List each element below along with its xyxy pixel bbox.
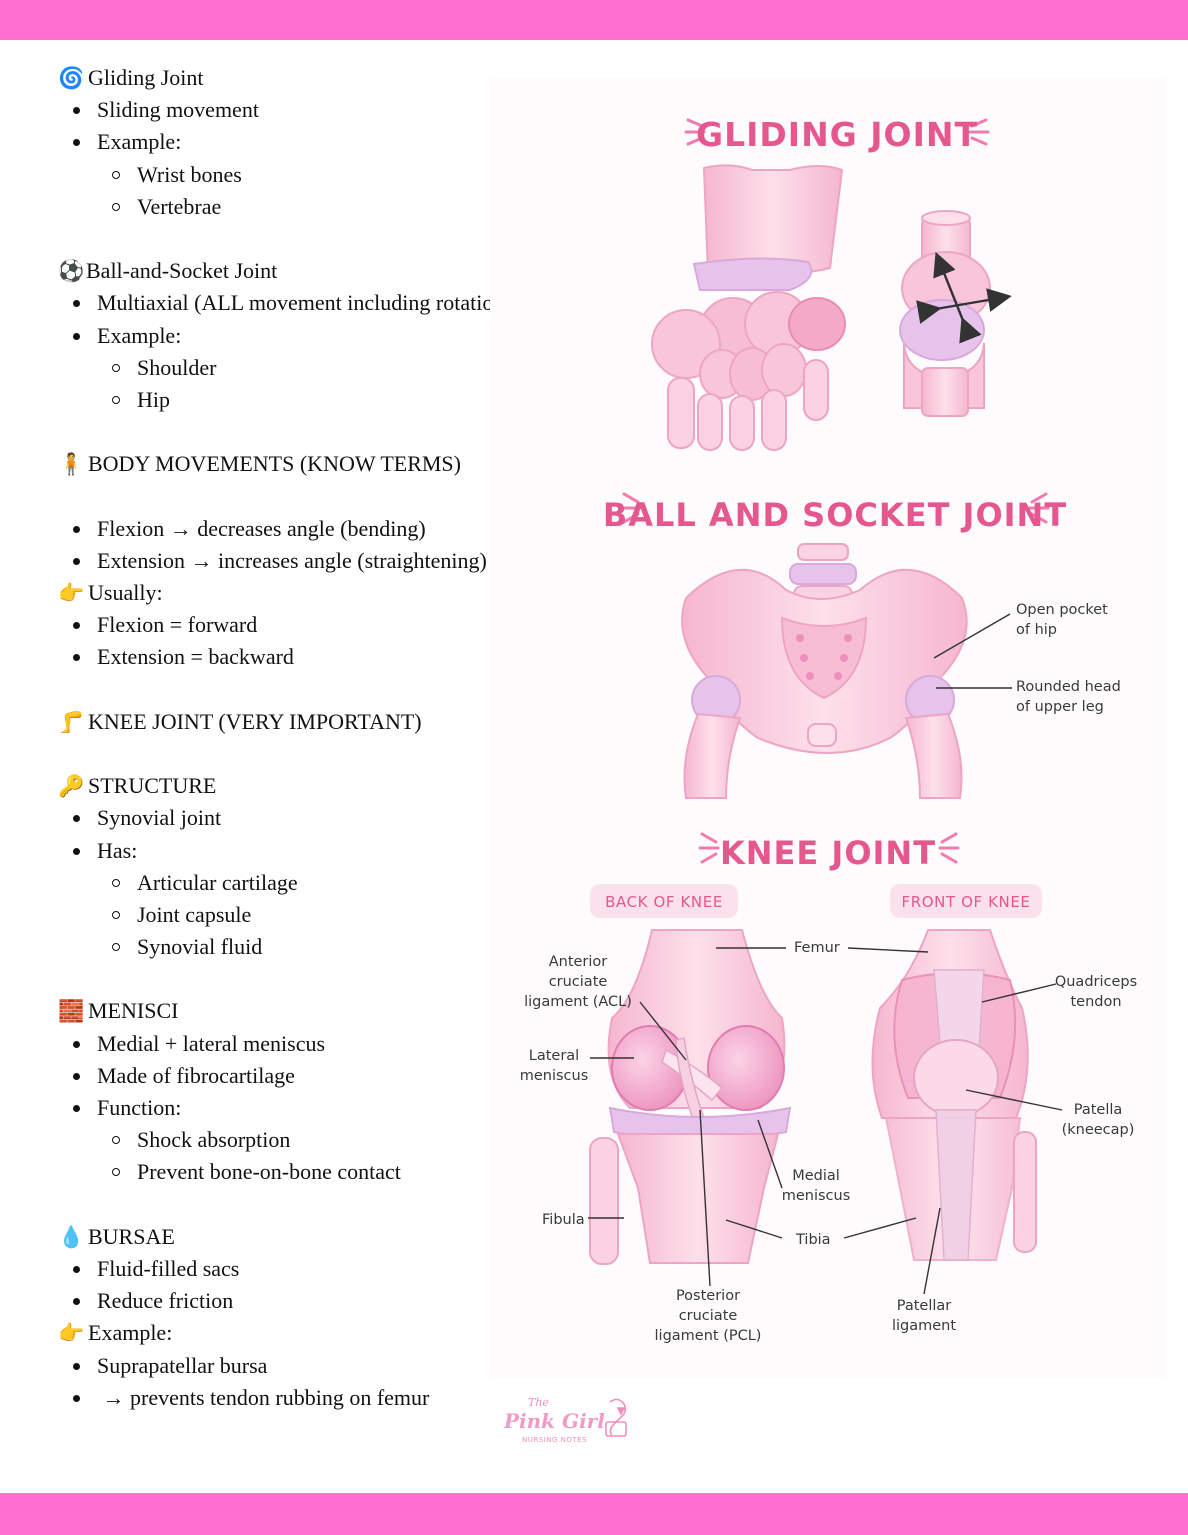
- pcl-label-line2: cruciate: [679, 1308, 738, 1324]
- soccer-ball-icon: ⚽: [58, 259, 85, 284]
- list-item: Fluid-filled sacs: [58, 1253, 538, 1285]
- front-knee-drawing: [871, 929, 1037, 1261]
- list-item: Reduce friction: [58, 1285, 538, 1317]
- front-of-knee-pill: [890, 884, 1042, 918]
- patella-label: Patella: [1074, 1102, 1123, 1118]
- anatomy-svg: GLIDING JOINT: [520, 115, 1137, 1344]
- front-of-knee-label: FRONT OF KNEE: [901, 893, 1030, 911]
- sub-list-item: Prevent bone-on-bone contact: [58, 1156, 538, 1188]
- logo-line3: NURSING NOTES: [522, 1436, 587, 1444]
- list-item: Sliding movement: [58, 94, 538, 126]
- logo-line1: The: [528, 1396, 549, 1409]
- pointing-hand-icon: 👉: [58, 581, 85, 605]
- sub-list-item: Joint capsule: [58, 899, 538, 931]
- back-of-knee-pill: [590, 884, 738, 918]
- sub-list-item: Synovial fluid: [58, 931, 538, 963]
- sub-list-item: Vertebrae: [58, 191, 538, 223]
- gliding-model-drawing: [899, 210, 1012, 417]
- bottom-pink-band: [0, 1493, 1188, 1535]
- wrist-bones-drawing: [651, 164, 846, 451]
- back-knee-drawing: [589, 929, 792, 1265]
- quadriceps-label-line2: tendon: [1070, 994, 1121, 1010]
- femur-label: Femur: [794, 940, 840, 956]
- list-item: → prevents tendon rubbing on femur: [58, 1382, 538, 1414]
- list-item: Made of fibrocartilage: [58, 1060, 538, 1092]
- list-item: Suprapatellar bursa: [58, 1350, 538, 1382]
- pcl-label: Posterior: [676, 1288, 740, 1304]
- medial-meniscus-label: Medial: [792, 1168, 840, 1184]
- quadriceps-label: Quadriceps: [1055, 974, 1137, 990]
- list-item: Multiaxial (ALL movement including rotat…: [58, 287, 538, 319]
- patellar-ligament-label-line2: ligament: [892, 1318, 956, 1334]
- gliding-joint-title: GLIDING JOINT: [696, 115, 978, 154]
- section-heading-menisci: 🧱MENISCI: [58, 995, 538, 1027]
- section-heading-ball-socket: ⚽Ball-and-Socket Joint: [58, 255, 538, 287]
- patellar-ligament-label: Patellar: [897, 1298, 952, 1314]
- brick-icon: 🧱: [58, 999, 85, 1024]
- sub-list-item: Wrist bones: [58, 159, 538, 191]
- ball-socket-title: BALL AND SOCKET JOINT: [603, 496, 1067, 534]
- list-item: Example:: [58, 320, 538, 352]
- list-item: Flexion → decreases angle (bending): [58, 513, 538, 545]
- ball-socket-leader-lines: [933, 613, 1012, 689]
- leg-icon: 🦵: [58, 709, 85, 734]
- sub-list-item: Shoulder: [58, 352, 538, 384]
- knee-leader-lines: [588, 947, 1063, 1295]
- example-label: 👉Example:: [58, 1317, 538, 1349]
- list-item: Function:: [58, 1092, 538, 1124]
- acl-label-line2: cruciate: [549, 974, 608, 990]
- cyclone-icon: 🌀: [58, 66, 85, 90]
- logo-svg: The Pink Girl NURSING NOTES: [503, 1396, 627, 1444]
- section-heading-knee: 🦵KNEE JOINT (VERY IMPORTANT): [58, 706, 538, 738]
- usually-label: 👉Usually:: [58, 577, 538, 609]
- top-pink-band: [0, 0, 1188, 40]
- acl-label-line3: ligament (ACL): [524, 994, 632, 1010]
- open-pocket-label-line2: of hip: [1016, 622, 1057, 638]
- list-item: Extension = backward: [58, 641, 538, 673]
- section-heading-bursae: 💧BURSAE: [58, 1221, 538, 1253]
- logo-line2: Pink Girl: [503, 1409, 605, 1433]
- list-item: Flexion = forward: [58, 609, 538, 641]
- tibia-label: Tibia: [795, 1232, 831, 1248]
- key-icon: 🔑: [58, 774, 85, 799]
- open-pocket-label: Open pocket: [1016, 602, 1108, 618]
- section-heading-structure: 🔑STRUCTURE: [58, 770, 538, 802]
- knee-joint-title: KNEE JOINT: [720, 834, 936, 872]
- pointing-hand-icon: 👉: [58, 1321, 85, 1346]
- sub-list-item: Articular cartilage: [58, 867, 538, 899]
- pelvis-drawing: [681, 543, 968, 799]
- sub-list-item: Hip: [58, 384, 538, 416]
- lateral-meniscus-label: Lateral: [529, 1048, 579, 1064]
- droplet-icon: 💧: [58, 1224, 85, 1249]
- rounded-head-label-line2: of upper leg: [1016, 699, 1104, 715]
- list-item: Synovial joint: [58, 802, 538, 834]
- stethoscope-heart-icon: [605, 1398, 627, 1437]
- section-heading-body-movements: 🧍BODY MOVEMENTS (KNOW TERMS): [58, 448, 538, 480]
- gliding-title-decor: [684, 118, 990, 146]
- rounded-head-label: Rounded head: [1016, 679, 1121, 695]
- list-item: Medial + lateral meniscus: [58, 1028, 538, 1060]
- section-heading-gliding: 🌀Gliding Joint: [58, 62, 538, 94]
- ball-title-decor: [620, 492, 1050, 524]
- pcl-label-line3: ligament (PCL): [655, 1328, 762, 1344]
- list-item: Extension → increases angle (straighteni…: [58, 545, 538, 577]
- notes-column: 🌀Gliding Joint Sliding movement Example:…: [58, 62, 538, 1414]
- person-standing-icon: 🧍: [58, 452, 85, 477]
- knee-title-decor: [698, 832, 960, 864]
- acl-label: Anterior: [549, 954, 608, 970]
- pink-girl-logo: The Pink Girl NURSING NOTES: [492, 1392, 642, 1452]
- fibula-label: Fibula: [542, 1212, 585, 1228]
- lateral-meniscus-label-line2: meniscus: [520, 1068, 589, 1084]
- sub-list-item: Shock absorption: [58, 1124, 538, 1156]
- anatomy-illustration: GLIDING JOINT: [490, 78, 1166, 1378]
- back-of-knee-label: BACK OF KNEE: [605, 893, 723, 911]
- medial-meniscus-label-line2: meniscus: [782, 1188, 851, 1204]
- patella-label-line2: (kneecap): [1062, 1122, 1135, 1138]
- list-item: Has:: [58, 835, 538, 867]
- list-item: Example:: [58, 126, 538, 158]
